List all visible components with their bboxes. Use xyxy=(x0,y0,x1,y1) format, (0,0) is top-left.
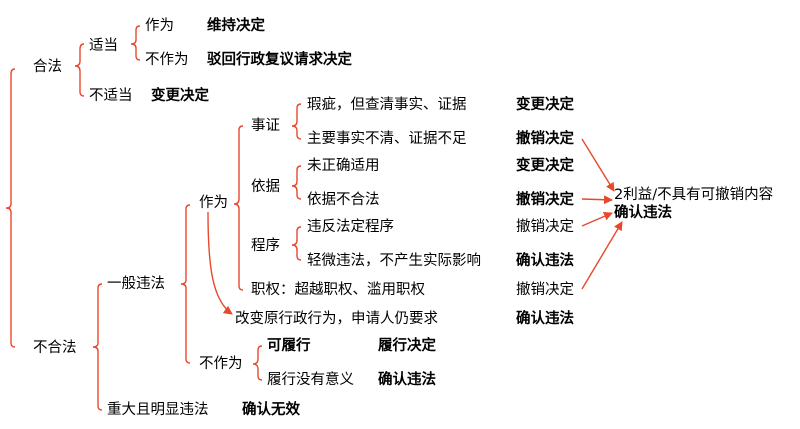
result-improper: 变更决定 xyxy=(151,88,209,104)
result-reject: 驳回行政复议请求决定 xyxy=(207,52,352,68)
text-violation: 违反法定程序 xyxy=(307,219,394,235)
text-feasible: 可履行 xyxy=(267,338,311,354)
text-changed: 改变原行政行为，申请人仍要求 xyxy=(235,311,438,327)
label-general: 一般违法 xyxy=(107,276,165,292)
curve-act-to-changed xyxy=(207,211,233,315)
bracket-general xyxy=(180,204,191,364)
label-proper: 适当 xyxy=(89,38,118,54)
bracket-basis xyxy=(291,165,302,200)
text-pointless: 履行没有意义 xyxy=(267,372,354,388)
result-feasible: 履行决定 xyxy=(378,338,436,354)
bracket-legal xyxy=(74,43,85,97)
label-legal: 合法 xyxy=(33,59,62,75)
result-changed: 确认违法 xyxy=(516,311,574,327)
result-serious: 确认无效 xyxy=(242,402,300,418)
text-minor: 轻微违法，不产生实际影响 xyxy=(307,253,481,269)
text-unclear: 主要事实不清、证据不足 xyxy=(307,131,467,147)
result-minor: 确认违法 xyxy=(516,253,574,269)
result-violation: 撤销决定 xyxy=(516,219,574,235)
label-illegal: 不合法 xyxy=(33,340,77,356)
arrow-authority xyxy=(581,221,623,290)
text-illegal-basis: 依据不合法 xyxy=(307,192,380,208)
note-line1: 2利益/不具有可撤销内容 xyxy=(614,187,774,203)
bracket-illegal xyxy=(92,283,103,411)
bracket-root xyxy=(5,68,16,348)
note-line2: 确认违法 xyxy=(614,205,672,221)
label-general-omission: 不作为 xyxy=(199,356,243,372)
label-basis: 依据 xyxy=(251,179,280,195)
label-general-act: 作为 xyxy=(199,195,228,211)
result-illegal-basis: 撤销决定 xyxy=(516,192,574,208)
label-improper: 不适当 xyxy=(89,88,133,104)
text-serious: 重大且明显违法 xyxy=(107,402,209,418)
arrow-violation xyxy=(581,212,613,227)
bracket-procedure xyxy=(291,226,302,261)
text-flaw: 瑕疵，但查清事实、证据 xyxy=(307,97,467,113)
result-pointless: 确认违法 xyxy=(378,372,436,388)
result-misapplied: 变更决定 xyxy=(516,158,574,174)
bracket-omission xyxy=(252,345,263,381)
result-flaw: 变更决定 xyxy=(516,97,574,113)
arrow-unclear xyxy=(581,138,615,192)
result-authority: 撤销决定 xyxy=(516,282,574,298)
result-sustain: 维持决定 xyxy=(207,18,265,34)
label-procedure: 程序 xyxy=(251,238,280,254)
label-proper-omission: 不作为 xyxy=(145,52,189,68)
result-unclear: 撤销决定 xyxy=(516,131,574,147)
text-authority: 职权：超越职权、滥用职权 xyxy=(251,282,425,298)
bracket-evidence xyxy=(291,103,302,140)
label-proper-act: 作为 xyxy=(145,18,174,34)
bracket-act xyxy=(233,125,244,291)
arrow-illegal-basis xyxy=(581,195,613,205)
bracket-proper xyxy=(130,25,141,61)
text-misapplied: 未正确适用 xyxy=(307,158,380,174)
label-evidence: 事证 xyxy=(251,118,280,134)
